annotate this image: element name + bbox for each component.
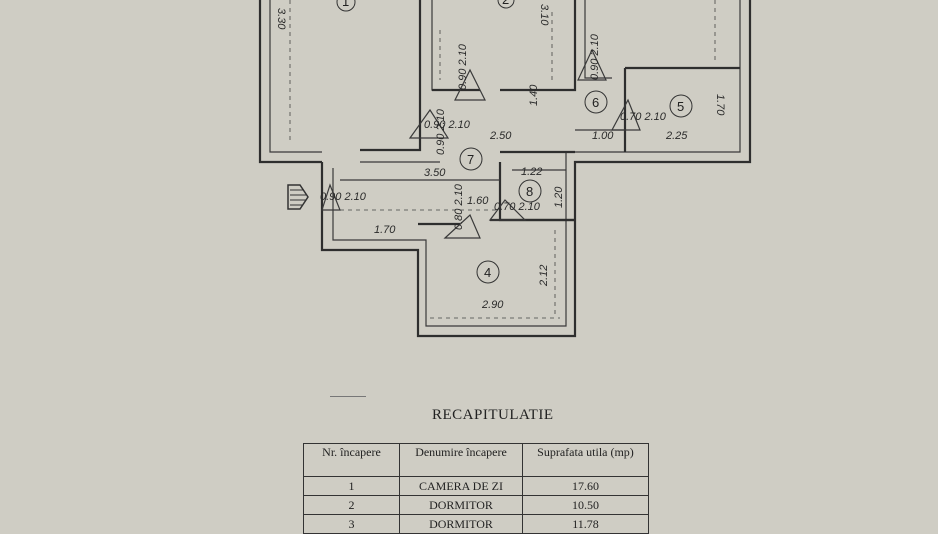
cell-nr: 1: [303, 476, 400, 496]
door-symbols: [321, 48, 641, 239]
entrance-arrow-icon: [287, 184, 309, 210]
room-number-1: 1: [342, 0, 349, 9]
cell-area: 17.60: [522, 476, 649, 496]
dim-label: 3.50: [424, 167, 446, 179]
dim-label: 1.70: [374, 224, 396, 236]
door-label: 0.80 2.10: [453, 183, 465, 230]
door-label: 0.90 2.10: [435, 108, 447, 155]
floor-plan: 1 2 4 5 6 7 8 3.30 3.50 3.10 2.50 1.40 1…: [258, 0, 752, 338]
recap-table: Nr. încapere Denumire încapere Suprafata…: [303, 443, 649, 534]
dim-label: 1.00: [592, 130, 614, 142]
divider-line: [330, 396, 366, 397]
table-row: 2 DORMITOR 10.50: [303, 495, 649, 515]
cell-nr: 3: [303, 514, 400, 534]
walls: [258, 0, 752, 338]
dim-label: 3.10: [538, 4, 550, 26]
room-number-8: 8: [526, 184, 533, 199]
recap-title: RECAPITULATIE: [432, 407, 554, 423]
dim-label: 2.50: [489, 130, 512, 142]
cell-name: CAMERA DE ZI: [399, 476, 523, 496]
cell-area: 10.50: [522, 495, 649, 515]
door-label: 0.90 2.10: [589, 33, 601, 80]
dimension-labels: 3.30 3.50 3.10 2.50 1.40 1.00 2.25 1.70 …: [275, 4, 726, 311]
door-label: 0.90 2.10: [457, 43, 469, 90]
door-label: 0.70 2.10: [620, 111, 667, 123]
room-number-4: 4: [484, 265, 491, 280]
cell-area: 11.78: [522, 514, 649, 534]
room-number-7: 7: [467, 152, 474, 167]
header-denumire: Denumire încapere: [399, 443, 523, 477]
dim-label: 1.70: [714, 94, 726, 116]
cell-nr: 2: [303, 495, 400, 515]
table-row: 1 CAMERA DE ZI 17.60: [303, 476, 649, 496]
cell-name: DORMITOR: [399, 495, 523, 515]
door-label: 0.90 2.10: [320, 191, 367, 203]
room-number-5: 5: [677, 99, 684, 114]
table-row: 3 DORMITOR 11.78: [303, 514, 649, 534]
table-header-row: Nr. încapere Denumire încapere Suprafata…: [303, 443, 649, 477]
door-size-labels: 0.90 2.10 0.90 2.10 0.90 2.10 0.70 2.10 …: [320, 33, 667, 230]
room-number-6: 6: [592, 95, 599, 110]
dim-label: 2.25: [665, 130, 688, 142]
room-number-2: 2: [502, 0, 509, 7]
dim-label: 1.20: [553, 186, 565, 208]
dim-label: 1.22: [521, 166, 542, 178]
door-label: 0.90 2.10: [424, 119, 471, 131]
header-suprafata: Suprafata utila (mp): [522, 443, 649, 477]
header-nr: Nr. încapere: [303, 443, 400, 477]
dim-label: 2.90: [481, 299, 504, 311]
dim-label: 2.12: [538, 265, 550, 287]
room-labels: 1 2 4 5 6 7 8: [336, 0, 693, 284]
cell-name: DORMITOR: [399, 514, 523, 534]
dim-label: 1.60: [467, 195, 489, 207]
door-label: 0.70 2.10: [494, 201, 541, 213]
dim-label: 3.30: [275, 8, 287, 30]
dim-label: 1.40: [528, 84, 540, 106]
